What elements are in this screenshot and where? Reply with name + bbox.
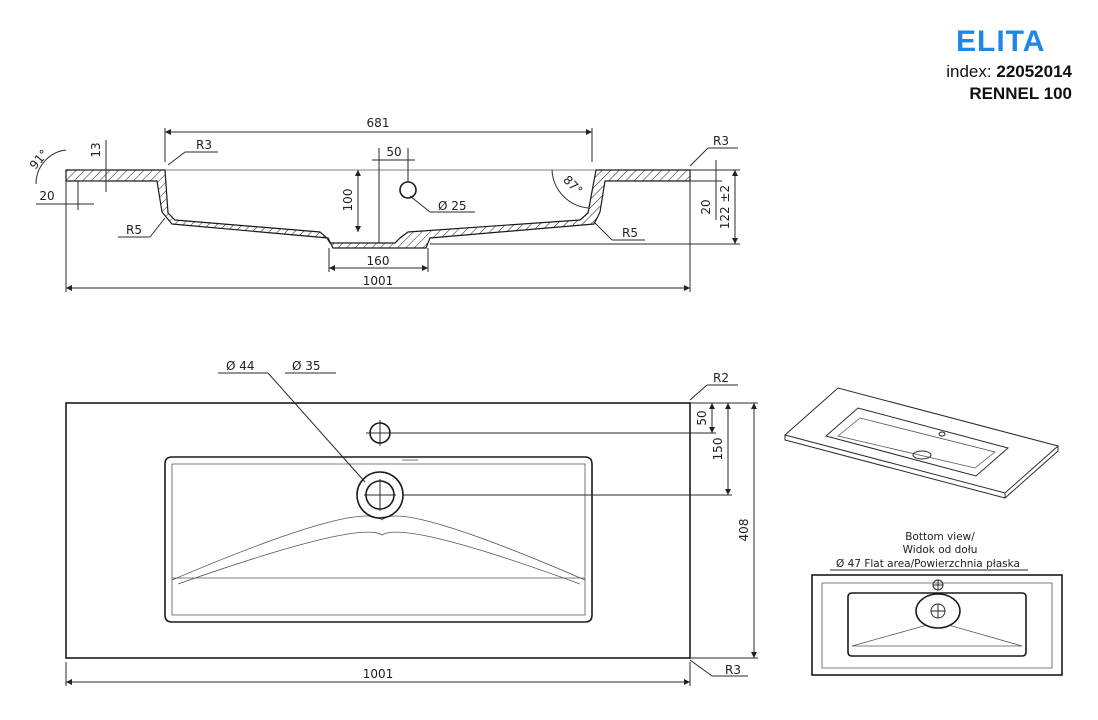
bowl-slope-bottom	[177, 531, 581, 585]
dim-plan-1001: 1001	[363, 667, 394, 681]
bottom-view-title: Bottom view/	[905, 531, 975, 543]
iso-top-surface	[783, 387, 1060, 494]
basin-section-profile	[65, 169, 691, 249]
dim-r3-left: R3	[196, 138, 212, 152]
bottom-view-subtitle: Widok od dołu	[903, 544, 978, 556]
dim-plan-150: 150	[711, 438, 725, 461]
leader-r5-right	[593, 221, 613, 241]
bottom-bowl	[847, 592, 1027, 657]
leader-r3-plan	[689, 659, 713, 677]
leader-r5-left	[149, 217, 166, 238]
section-view: 681 50 Ø 25 100 160 1001 13 20	[27, 116, 740, 292]
bowl-outline	[164, 456, 593, 623]
dim-1001-section: 1001	[363, 274, 394, 288]
angle-87: 87°	[560, 173, 585, 198]
dim-25: Ø 25	[438, 199, 467, 213]
angle-91: 91°	[27, 147, 51, 172]
index-line: index: 22052014	[946, 62, 1072, 82]
leader-r2	[689, 384, 708, 401]
model-name: RENNEL 100	[969, 84, 1072, 103]
leader-r3-left	[167, 151, 186, 166]
angle-arc-left	[35, 149, 67, 185]
iso-front-edge	[784, 435, 1006, 499]
dim-plan-408: 408	[737, 519, 751, 542]
dim-hole-44: Ø 44	[226, 359, 255, 373]
dim-hole-35: Ø 35	[292, 359, 321, 373]
index-label: index:	[946, 62, 992, 81]
flat-area-note: Ø 47 Flat area/Powierzchnia płaska	[836, 558, 1020, 570]
bottom-inner-rim	[821, 582, 1053, 669]
dim-50: 50	[386, 145, 401, 159]
bowl-inner-edge	[171, 463, 586, 616]
dim-681: 681	[367, 116, 390, 130]
elita-logo: ELITA	[956, 26, 1045, 56]
index-value: 22052014	[996, 62, 1072, 81]
dim-13: 13	[89, 142, 103, 157]
leader-44	[267, 372, 366, 483]
leader-r3-right	[689, 147, 709, 167]
tap-hole	[399, 181, 417, 199]
dim-r5-left: R5	[126, 223, 142, 237]
dim-20-left: 20	[39, 189, 54, 203]
dim-100: 100	[341, 189, 355, 212]
dim-122: 122 ±2	[718, 185, 732, 229]
iso-bowl-rim	[824, 407, 1010, 477]
angle-arc-right	[551, 169, 589, 209]
dim-r5-right: R5	[622, 226, 638, 240]
bowl-slope-top	[171, 515, 586, 581]
dim-plan-50: 50	[695, 410, 709, 425]
iso-drain	[912, 450, 932, 460]
leader-25	[409, 195, 431, 213]
dim-plan-r3: R3	[725, 663, 741, 677]
dim-20-right: 20	[699, 199, 713, 214]
dim-160: 160	[367, 254, 390, 268]
iso-tap-hole	[938, 431, 946, 437]
plan-view: Ø 44 Ø 35 50 150 408 R2 R3 1001	[65, 359, 758, 686]
isometric-view	[783, 387, 1060, 499]
dim-plan-r2: R2	[713, 371, 729, 385]
brand-wordmark: ELITA	[956, 26, 1045, 56]
countertop-outline	[65, 402, 691, 659]
bottom-view: Bottom view/ Widok od dołu Ø 47 Flat are…	[811, 531, 1063, 676]
dim-r3-right: R3	[713, 134, 729, 148]
iso-side-edge	[1004, 446, 1059, 499]
